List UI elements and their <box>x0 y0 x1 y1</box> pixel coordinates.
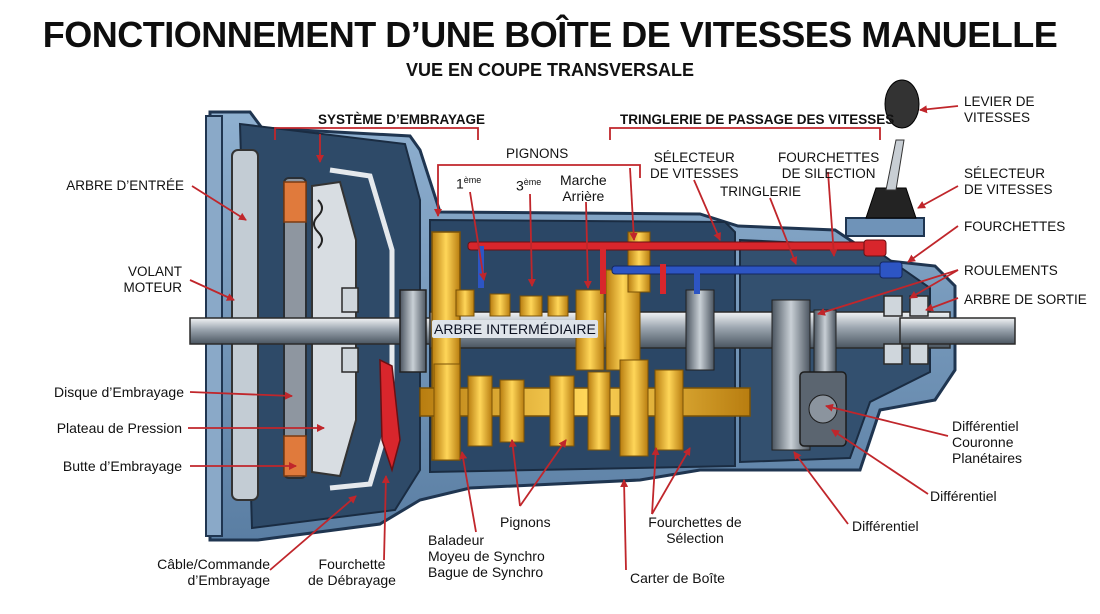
label-selector-top-line1: SÉLECTEUR <box>653 150 735 165</box>
label-selection-forks-top-line1: FOURCHETTES <box>778 150 880 165</box>
bearings <box>341 287 929 373</box>
label-bearings: ROULEMENTS <box>964 263 1058 278</box>
label-selection-forks-bottom: Fourchettes de Sélection <box>640 514 750 546</box>
label-synchro-line1: Baladeur <box>428 532 485 548</box>
label-reverse-line1: Marche <box>560 172 607 188</box>
label-selection-forks-bottom-line2: Sélection <box>666 530 724 546</box>
label-gear-lever-line2: VITESSES <box>964 110 1031 125</box>
shift-linkage <box>467 79 925 294</box>
release-fork <box>379 358 401 473</box>
label-gear-3-number: 3 <box>516 177 524 194</box>
label-release-fork-line1: Fourchette <box>318 556 386 572</box>
label-gear-1: 1ème <box>456 172 481 192</box>
countershaft-gears <box>433 359 684 461</box>
label-differential-group: Différentiel Couronne Planétaires <box>952 418 1022 466</box>
label-differential-b: Différentiel <box>852 518 919 534</box>
label-housing: Carter de Boîte <box>630 570 725 586</box>
label-clutch-cable-line1: Câble/Commande <box>157 556 270 572</box>
leader-arrows <box>188 105 959 571</box>
label-gear-lever-line1: LEVIER DE <box>964 94 1035 109</box>
label-reverse-line2: Arrière <box>562 188 605 204</box>
label-output-shaft: ARBRE DE SORTIE <box>964 292 1087 307</box>
label-gear-1-sup: ème <box>463 175 482 185</box>
label-pignons-bottom: Pignons <box>500 514 551 530</box>
label-selector-right-line2: DE VITESSES <box>964 182 1053 197</box>
label-gear-3-sup: ème <box>523 177 542 187</box>
label-tringlerie: TRINGLERIE <box>720 184 802 199</box>
red-selector-rod <box>467 241 869 251</box>
label-reverse: Marche Arrière <box>560 172 607 204</box>
label-pressure-plate: Plateau de Pression <box>56 420 182 436</box>
label-selector-top-line2: DE VITESSES <box>650 166 739 181</box>
label-differential-a: Différentiel <box>930 488 997 504</box>
label-release-fork-line2: de Débrayage <box>308 572 396 588</box>
diagram-title: FONCTIONNEMENT D’UNE BOÎTE DE VITESSES M… <box>42 14 1058 55</box>
label-selector-right-line1: SÉLECTEUR <box>964 166 1046 181</box>
input-shaft <box>189 317 441 345</box>
output-shaft <box>899 317 1016 345</box>
label-flywheel-line1: VOLANT <box>127 264 182 279</box>
label-selector-right: SÉLECTEUR DE VITESSES <box>964 166 1053 198</box>
label-selection-forks-bottom-line1: Fourchettes de <box>648 514 742 530</box>
gear-lever-knob <box>884 79 920 129</box>
label-selector-top: SÉLECTEUR DE VITESSES <box>650 150 739 182</box>
label-differential-group-line1: Différentiel <box>952 418 1019 434</box>
label-flywheel-line2: MOTEUR <box>123 280 183 295</box>
differential <box>799 371 847 447</box>
label-countershaft: ARBRE INTERMÉDIAIRE <box>432 320 598 338</box>
section-shift-linkage: TRINGLERIE DE PASSAGE DES VITESSES <box>620 112 895 127</box>
label-flywheel: VOLANT MOTEUR <box>90 264 183 296</box>
label-clutch-disc: Disque d’Embrayage <box>54 384 184 400</box>
section-clutch-system: SYSTÈME D’EMBRAYAGE <box>318 112 486 127</box>
label-selection-forks-top: FOURCHETTES DE SILECTION <box>778 150 879 182</box>
label-input-shaft: ARBRE D’ENTRÉE <box>66 178 184 193</box>
label-differential-group-line3: Planétaires <box>952 450 1023 466</box>
label-clutch-cable: Câble/Commande d’Embrayage <box>140 556 270 588</box>
label-pignons-top: PIGNONS <box>506 146 569 161</box>
label-gear-lever: LEVIER DE VITESSES <box>964 94 1035 126</box>
label-clutch-cable-line2: d’Embrayage <box>187 572 271 588</box>
label-forks: FOURCHETTES <box>964 219 1066 234</box>
diagram-subtitle: VUE EN COUPE TRANSVERSALE <box>405 60 695 80</box>
blue-selector-rod <box>611 265 903 275</box>
label-gear-1-number: 1 <box>456 175 464 192</box>
label-synchro-line2: Moyeu de Synchro <box>428 548 545 564</box>
label-gear-3: 3ème <box>516 174 541 194</box>
label-synchro: Baladeur Moyeu de Synchro Bague de Synch… <box>428 532 545 580</box>
label-release-fork: Fourchette de Débrayage <box>304 556 400 588</box>
label-differential-group-line2: Couronne <box>952 434 1014 450</box>
label-release-bearing: Butte d’Embrayage <box>62 458 182 474</box>
label-selection-forks-top-line2: DE SILECTION <box>781 166 876 181</box>
label-synchro-line3: Bague de Synchro <box>428 564 544 580</box>
section-brackets <box>274 127 881 178</box>
